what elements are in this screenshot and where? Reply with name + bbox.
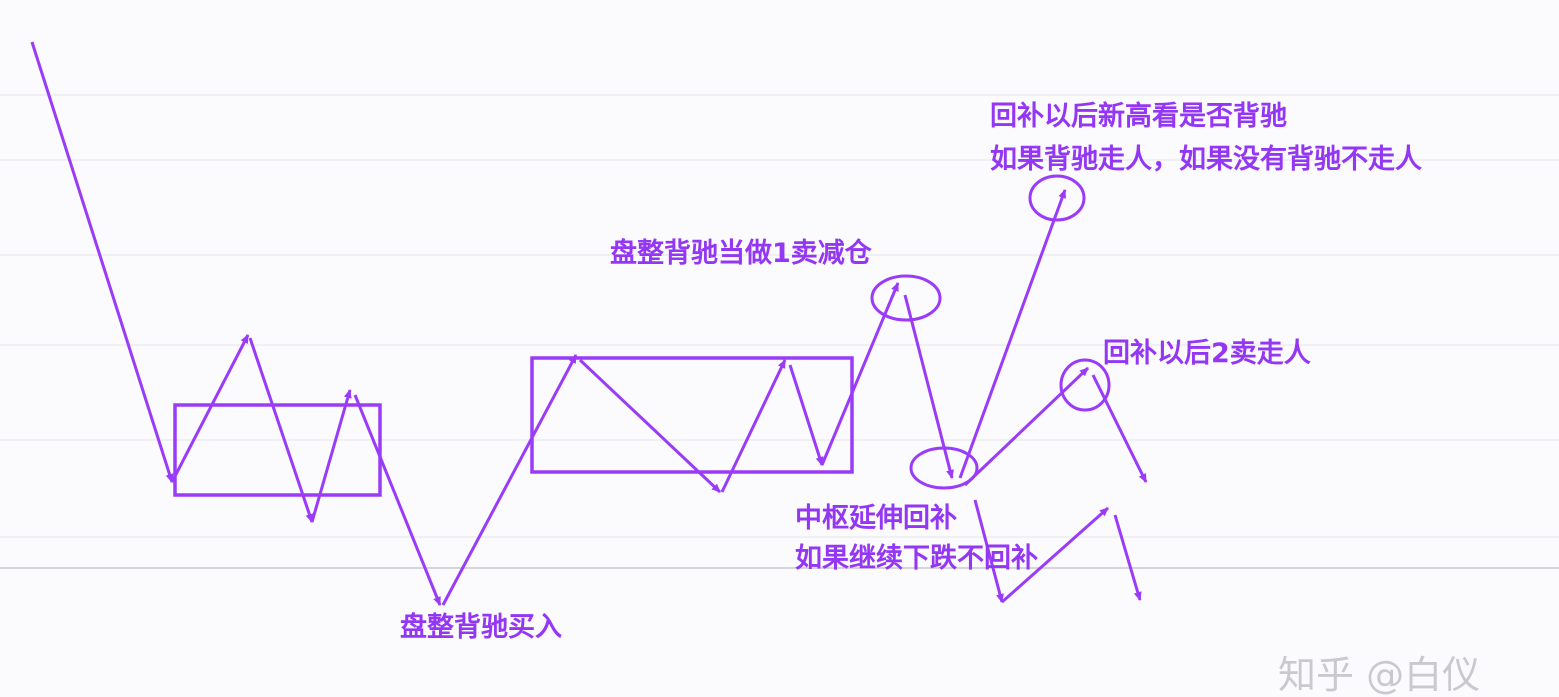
trend-arrow — [720, 359, 787, 493]
trend-arrow — [30, 41, 174, 483]
circle-second-sell — [1059, 358, 1111, 412]
trend-arrow — [1113, 514, 1142, 601]
consolidation-boxes — [173, 356, 854, 497]
label-first-sell: 盘整背驰当做1卖减仓 — [610, 238, 872, 269]
trend-arrow — [963, 366, 1090, 487]
trend-arrow — [170, 334, 250, 483]
trend-arrow — [310, 389, 352, 523]
label-extension-line1: 中枢延伸回补 — [795, 503, 957, 534]
price-path — [30, 41, 1148, 606]
label-buy: 盘整背驰买入 — [400, 612, 562, 643]
trend-arrow — [353, 394, 442, 606]
trend-arrow — [1091, 374, 1148, 483]
grid-lines — [0, 94, 1559, 538]
trend-arrow — [788, 364, 824, 466]
pivot-box-2 — [530, 356, 854, 474]
circle-new-high — [1028, 174, 1086, 222]
label-new-high-line2: 如果背驰走人，如果没有背驰不走人 — [990, 144, 1422, 175]
label-second-sell: 回补以后2卖走人 — [1103, 338, 1311, 369]
trend-arrow — [1001, 506, 1109, 604]
label-new-high-line1: 回补以后新高看是否背驰 — [990, 101, 1287, 132]
highlight-circles — [870, 174, 1111, 490]
circle-first-sell — [870, 274, 942, 322]
trend-arrow — [248, 337, 314, 523]
trend-arrow — [578, 358, 722, 494]
trend-arrow — [820, 282, 900, 466]
trend-arrow — [441, 354, 578, 606]
pivot-box-1 — [173, 403, 382, 497]
label-extension-line2: 如果继续下跌不回补 — [795, 543, 1038, 574]
trend-arrow — [973, 499, 1004, 603]
trend-arrow — [958, 189, 1067, 479]
watermark: 知乎 @白仪 — [1278, 653, 1481, 697]
circle-extension — [909, 446, 979, 490]
